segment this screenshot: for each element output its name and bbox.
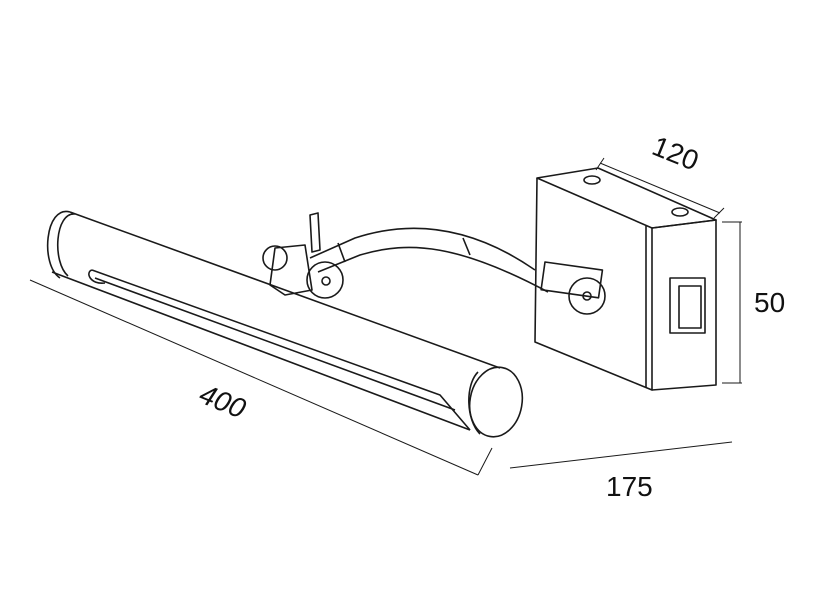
rocker-switch — [678, 285, 702, 329]
wall-box — [534, 167, 717, 391]
switch-housing — [669, 277, 706, 334]
dim-depth-label: 120 — [648, 130, 703, 176]
dim-length-label: 400 — [195, 378, 250, 424]
lamp-arm — [262, 212, 606, 315]
dim-height-label: 50 — [754, 287, 785, 318]
dim-projection-label: 175 — [606, 471, 653, 502]
lamp-tube — [46, 210, 524, 438]
dimension-lines — [29, 157, 742, 476]
